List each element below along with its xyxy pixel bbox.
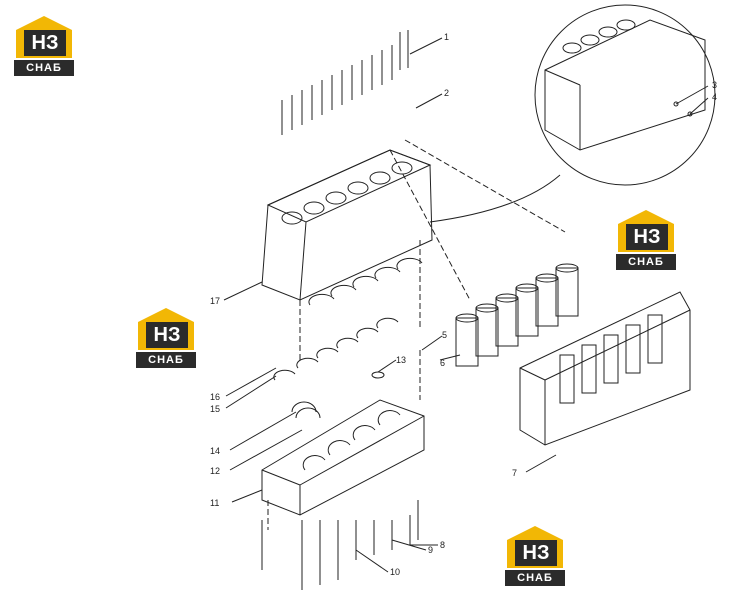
cap-bolts [261, 500, 419, 590]
logo-label: СНАБ [136, 352, 196, 368]
leader-lines [223, 37, 709, 573]
callout-5: 5 [442, 330, 447, 340]
callout-10: 10 [390, 567, 400, 577]
callout-15: 15 [210, 404, 220, 414]
callout-6: 6 [440, 358, 445, 368]
brand-logo: НЗ СНАБ [12, 14, 76, 76]
head-bolts [281, 30, 409, 135]
logo-mark: НЗ [24, 30, 66, 56]
logo-mark: НЗ [146, 322, 188, 348]
inset-leader [429, 174, 561, 223]
callout-17: 17 [210, 296, 220, 306]
logo-label: СНАБ [505, 570, 565, 586]
callout-2: 2 [444, 88, 449, 98]
thrust-washers [291, 401, 321, 419]
bearing-cap-frame [261, 399, 425, 516]
brand-logo: НЗ СНАБ [614, 208, 678, 270]
brand-logo: НЗ СНАБ [503, 524, 567, 586]
callout-16: 16 [210, 392, 220, 402]
callout-4: 4 [712, 92, 717, 102]
callout-1: 1 [444, 32, 449, 42]
logo-label: СНАБ [14, 60, 74, 76]
logo-mark: НЗ [515, 540, 557, 566]
detail-inset [534, 4, 716, 186]
callout-7: 7 [512, 468, 517, 478]
logo-mark: НЗ [626, 224, 668, 250]
assembly-lines [267, 139, 566, 530]
cylinder-liners [455, 263, 579, 367]
cylinder-block [261, 149, 433, 301]
callout-labels: 1 2 3 4 5 6 7 8 9 10 11 12 13 14 15 16 1… [210, 32, 717, 577]
plug [371, 371, 385, 379]
callout-14: 14 [210, 446, 220, 456]
callout-11: 11 [210, 498, 219, 508]
callout-12: 12 [210, 466, 220, 476]
main-bearing-shells [273, 257, 423, 381]
callout-13: 13 [396, 355, 406, 365]
callout-3: 3 [712, 80, 717, 90]
block-section-view [519, 291, 691, 446]
logo-label: СНАБ [616, 254, 676, 270]
brand-logo: НЗ СНАБ [134, 306, 198, 368]
callout-8: 8 [440, 540, 445, 550]
callout-9: 9 [428, 545, 433, 555]
